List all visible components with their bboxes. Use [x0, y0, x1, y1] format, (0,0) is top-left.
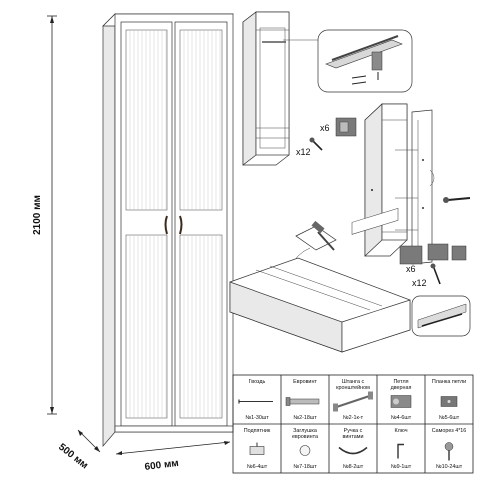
- part-name: Планка петли: [432, 379, 466, 385]
- carcass-lying: [229, 207, 411, 353]
- hinge-icon: [399, 243, 467, 265]
- part-count: №5-6шт: [439, 415, 460, 421]
- wardrobe-front-view: [102, 13, 234, 447]
- depth-label: 500 мм: [56, 442, 90, 472]
- eurobolt-icon: [285, 397, 320, 406]
- rod-detail-callout: [317, 29, 413, 93]
- part-count: №10-24шт: [436, 464, 463, 470]
- part-count: №4-6шт: [391, 415, 412, 421]
- part-name: Саморез 4*16: [432, 428, 467, 434]
- part-name: Евровинт: [293, 379, 317, 385]
- hinge-plate-icon: [440, 396, 458, 407]
- svg-text:x12: x12: [296, 147, 311, 157]
- carcass-step-1: [242, 11, 318, 166]
- height-label: 2100 мм: [32, 195, 43, 235]
- screw-icon: [309, 137, 323, 151]
- right-handle-icon: [179, 215, 183, 235]
- part-count: №9-1шт: [391, 464, 412, 470]
- foot-pad-icon: [249, 442, 265, 455]
- part-name: Штанга с: [342, 379, 365, 385]
- parts-cell: Гвоздь №1-30шт: [238, 379, 273, 421]
- height-dimension: 2100 мм: [32, 15, 57, 415]
- part-name: Ключ: [394, 428, 407, 434]
- svg-text:x12: x12: [412, 278, 427, 288]
- screw-icon: [430, 263, 441, 285]
- parts-cell: Подпятник №6-4шт: [244, 428, 271, 470]
- parts-cell: Саморез 4*16 №10-24шт: [432, 428, 467, 470]
- parts-cell: Планка петли №5-6шт: [432, 379, 466, 421]
- handle-screw-icon: [443, 197, 471, 203]
- svg-text:x6: x6: [406, 264, 416, 274]
- width-label: 600 мм: [144, 458, 179, 473]
- parts-cell: Евровинт №2-18шт: [285, 379, 320, 421]
- part-name: Заглушка: [293, 428, 317, 434]
- hinge-icon: [390, 395, 412, 408]
- back-panel-detail-callout: [411, 295, 471, 337]
- part-name: кронштейном: [336, 384, 370, 391]
- nail-icon: [238, 399, 273, 404]
- part-name: дверная: [391, 385, 412, 391]
- part-count: №1-30шт: [245, 415, 269, 421]
- part-count: №7-18шт: [293, 464, 317, 470]
- key-icon: [397, 443, 404, 459]
- parts-cell: Ключ №9-1шт: [391, 428, 412, 470]
- width-dimension: 600 мм: [115, 441, 231, 473]
- depth-dimension: 500 мм: [56, 429, 101, 472]
- rod-bracket-icon: [333, 391, 373, 412]
- cap-icon: [299, 445, 311, 456]
- carcass-step-2: [364, 103, 471, 265]
- parts-table: [232, 374, 474, 474]
- left-handle-icon: [164, 215, 168, 235]
- part-name: евровинта: [292, 434, 318, 440]
- part-name: Петля: [393, 379, 408, 385]
- part-name: Ручка с: [344, 428, 363, 434]
- hinge-icon: [335, 117, 357, 137]
- part-name: Подпятник: [244, 428, 271, 434]
- part-count: №8-2шт: [343, 464, 364, 470]
- svg-text:x6: x6: [320, 123, 330, 133]
- hammer-icon: [311, 220, 335, 251]
- part-name: Гвоздь: [249, 379, 266, 385]
- screws-callout-a: x12 x6: [296, 117, 357, 157]
- part-count: №2-1к-т: [343, 415, 364, 421]
- part-count: №6-4шт: [247, 464, 268, 470]
- hinges-callout-b: x6 x12: [399, 243, 467, 288]
- screw-icon: [444, 442, 454, 461]
- handle-icon: [338, 446, 368, 455]
- part-name: винтами: [343, 434, 364, 440]
- part-count: №2-18шт: [293, 415, 317, 421]
